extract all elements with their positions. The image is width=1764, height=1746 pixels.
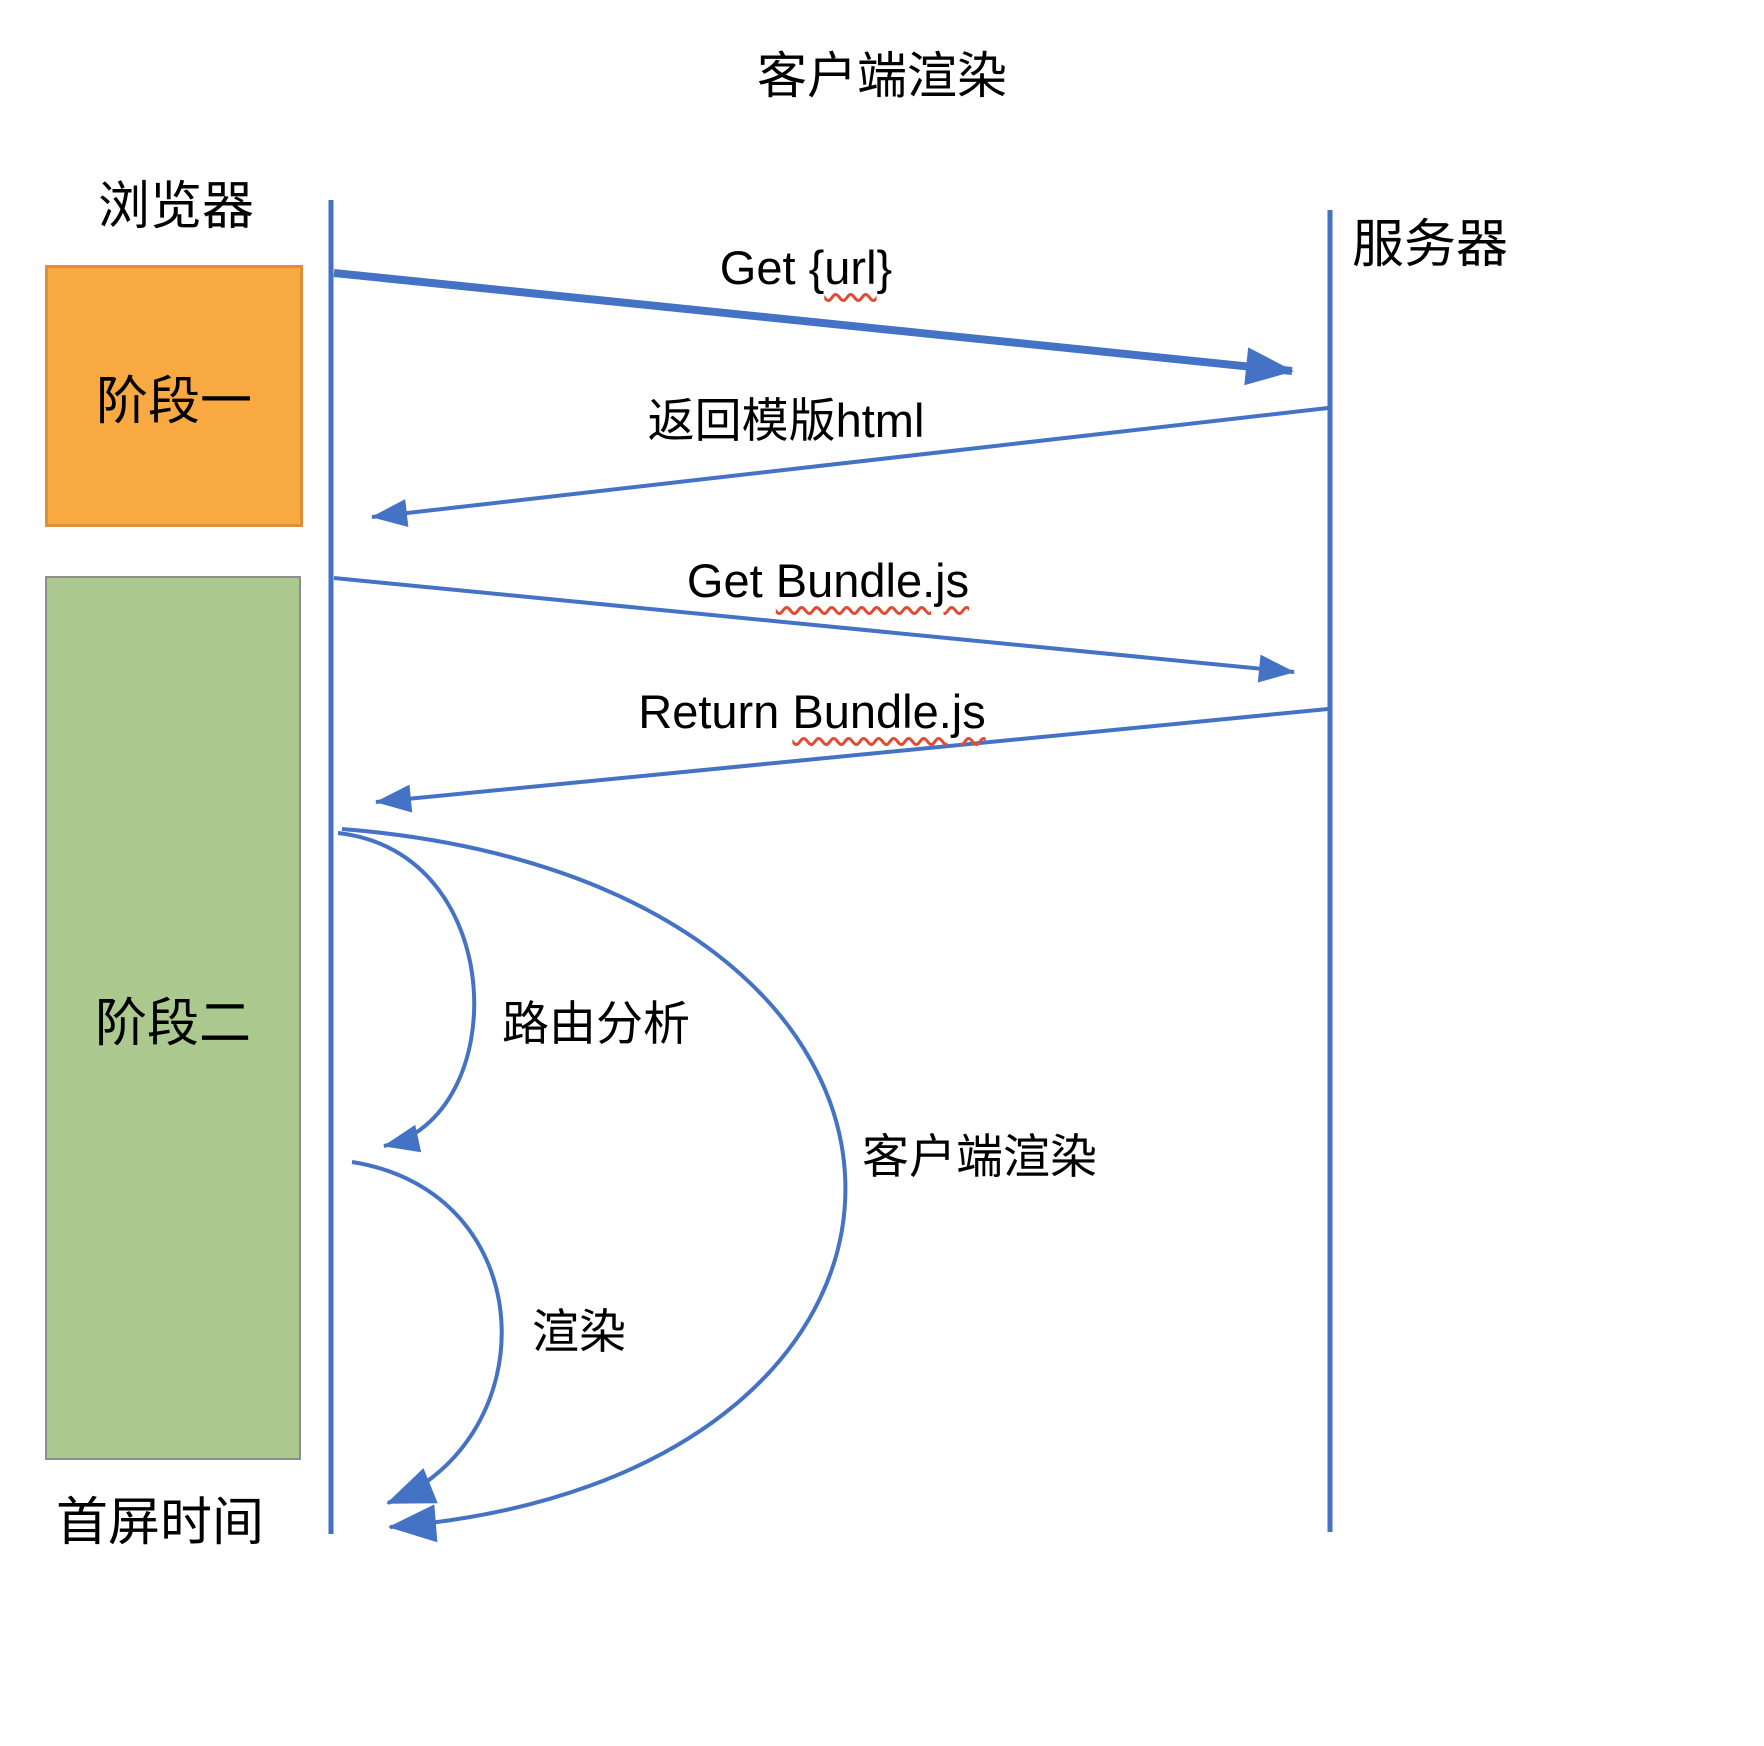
diagram-title: 客户端渲染: [757, 48, 1007, 104]
return-bundle-label: Return Bundle.js: [638, 684, 986, 739]
client-render-label: 客户端渲染: [862, 1130, 1097, 1183]
server-label: 服务器: [1352, 216, 1509, 274]
browser-label: 浏览器: [98, 178, 255, 236]
get-url-marked-text: url: [824, 241, 877, 294]
return-bundle-text-prefix: Return: [638, 685, 793, 738]
route-analysis-arc: [337, 831, 477, 1153]
phase-one-label: 阶段一: [95, 372, 252, 431]
return-bundle-marked-text: Bundle.js: [792, 685, 986, 738]
get-bundle-marked-text: Bundle.js: [775, 554, 970, 607]
render-arc: [351, 1160, 504, 1505]
get-bundle-label: Get Bundle.js: [687, 553, 969, 608]
return-html-label: 返回模版html: [647, 394, 925, 447]
get-url-text-prefix: Get {: [719, 241, 825, 294]
first-screen-time-label: 首屏时间: [56, 1494, 265, 1552]
phase-one-box: 阶段一: [45, 265, 303, 527]
get-url-label: Get {url}: [720, 240, 892, 295]
phase-two-box: 阶段二: [45, 576, 301, 1460]
get-url-text-suffix: }: [876, 241, 893, 294]
render-label: 渲染: [532, 1305, 626, 1358]
get-bundle-text-prefix: Get: [686, 554, 776, 607]
client-render-arc: [341, 827, 848, 1543]
route-analysis-label: 路由分析: [502, 997, 690, 1050]
phase-two-label: 阶段二: [94, 994, 251, 1053]
